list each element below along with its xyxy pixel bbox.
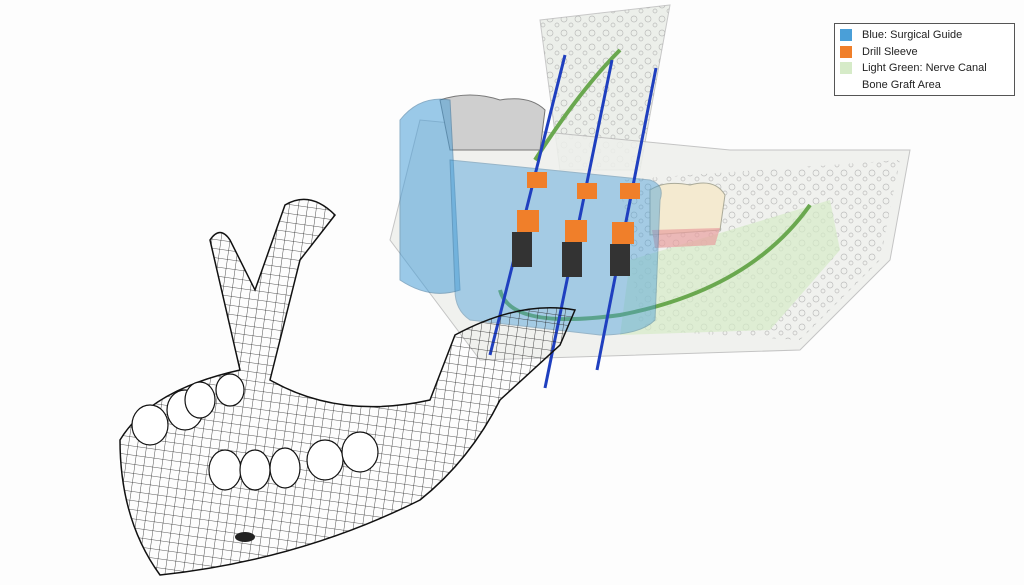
legend-item-surgical-guide: Blue: Surgical Guide xyxy=(840,27,1009,44)
legend: Blue: Surgical Guide Drill Sleeve Light … xyxy=(834,23,1015,96)
wireframe-mandible xyxy=(119,198,577,576)
legend-label: Drill Sleeve xyxy=(862,45,918,58)
surgical-guide xyxy=(399,98,662,336)
green-swatch-icon xyxy=(840,62,852,75)
legend-label: Blue: Surgical Guide xyxy=(862,29,963,42)
legend-item-bone-graft: Bone Graft Area xyxy=(840,77,1009,94)
legend-item-nerve-canal: Light Green: Nerve Canal xyxy=(840,60,1009,77)
blue-swatch-icon xyxy=(840,29,852,42)
orange-swatch-icon xyxy=(840,45,852,58)
legend-item-drill-sleeve: Drill Sleeve xyxy=(840,44,1009,61)
legend-label: Light Green: Nerve Canal xyxy=(862,62,987,75)
legend-label: Bone Graft Area xyxy=(862,78,941,91)
teeth xyxy=(439,94,726,248)
